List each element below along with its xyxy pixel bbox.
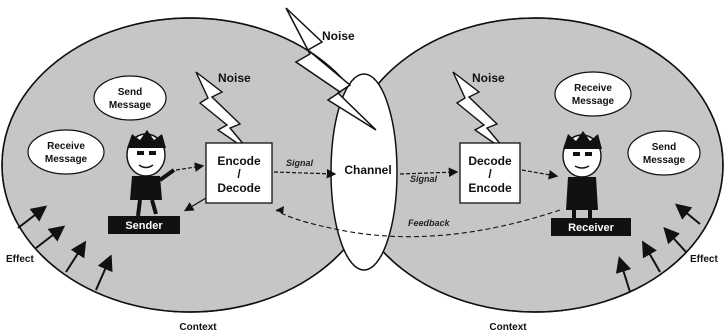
- decode-encode-box: [459, 142, 521, 204]
- noise-label-center: Noise: [322, 29, 355, 43]
- context-label-left: Context: [179, 322, 217, 333]
- decode-encode-line3: Encode: [468, 181, 512, 195]
- left-effect-arrows: [17, 205, 113, 291]
- receiver-tag: [551, 218, 631, 236]
- receiver-figure-icon: [562, 131, 602, 220]
- signal-arrow-right: [399, 167, 459, 178]
- encode-decode-line2: /: [237, 167, 241, 181]
- receiver-label: Receiver: [568, 222, 615, 234]
- decode-encode-line2: /: [488, 167, 492, 181]
- svg-text:Message: Message: [45, 154, 88, 165]
- channel-label: Channel: [344, 163, 391, 177]
- send-message-bubble-left: [93, 75, 167, 121]
- svg-text:Receive: Receive: [574, 83, 612, 94]
- svg-text:Receive: Receive: [47, 141, 85, 152]
- svg-text:Message: Message: [643, 155, 686, 166]
- feedback-label: Feedback: [408, 218, 451, 228]
- receive-message-bubble-left: [27, 129, 105, 175]
- sender-label: Sender: [125, 220, 163, 232]
- context-label-right: Context: [489, 322, 527, 333]
- svg-text:Message: Message: [109, 100, 152, 111]
- noise-label-left: Noise: [218, 71, 251, 85]
- signal-arrow-left: [273, 168, 337, 179]
- decode-encode-line1: Decode: [468, 154, 512, 168]
- effect-label-left: Effect: [6, 254, 34, 265]
- right-effect-arrows: [615, 203, 701, 293]
- sender-figure-icon: [126, 130, 176, 217]
- svg-text:Message: Message: [572, 96, 615, 107]
- encode-decode-line1: Encode: [217, 154, 261, 168]
- encode-decode-box: [205, 142, 273, 204]
- sender-tag: [108, 216, 180, 234]
- noise-label-right: Noise: [472, 71, 505, 85]
- svg-text:Send: Send: [118, 87, 142, 98]
- effect-label-right: Effect: [690, 254, 718, 265]
- encode-decode-line3: Decode: [217, 181, 261, 195]
- svg-text:Send: Send: [652, 142, 676, 153]
- signal-label-left: Signal: [286, 158, 314, 168]
- channel-noise-bolt-icon: [285, 7, 377, 131]
- feedback-arrow: [275, 209, 561, 238]
- signal-label-right: Signal: [410, 174, 438, 184]
- send-message-bubble-right: [627, 130, 701, 176]
- receive-message-bubble-right: [554, 71, 632, 117]
